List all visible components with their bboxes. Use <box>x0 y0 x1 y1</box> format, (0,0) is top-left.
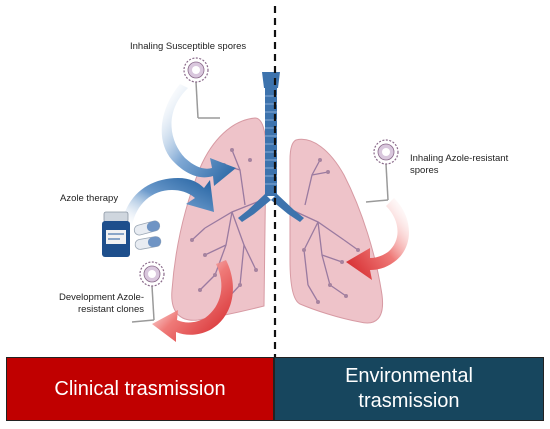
environmental-transmission-label: Environmental trasmission <box>345 365 473 412</box>
inhaling-resistant-label: Inhaling Azole-resistant spores <box>410 153 509 176</box>
susceptible-spore-icon <box>183 57 220 119</box>
therapy-arrow-blue <box>122 178 214 226</box>
environmental-transmission-panel: Environmental trasmission <box>274 357 544 421</box>
right-lung <box>289 138 384 324</box>
pill-bottle-icon <box>102 211 130 257</box>
development-resistant-label: Development Azole- resistant clones <box>58 292 144 315</box>
azole-therapy-label: Azole therapy <box>60 193 119 204</box>
left-lung <box>171 117 267 321</box>
resistant-clone-spore-icon <box>131 261 165 323</box>
resistance-arrow-red <box>152 260 233 342</box>
clinical-transmission-label: Clinical trasmission <box>54 377 226 400</box>
inhaling-susceptible-label: Inhaling Susceptible spores <box>130 41 247 52</box>
environmental-arrow-red <box>346 198 409 280</box>
resistant-spore-icon <box>365 139 399 203</box>
capsules-icon <box>133 220 162 250</box>
inhalation-arrow-blue <box>161 84 236 186</box>
clinical-transmission-panel: Clinical trasmission <box>6 357 274 421</box>
